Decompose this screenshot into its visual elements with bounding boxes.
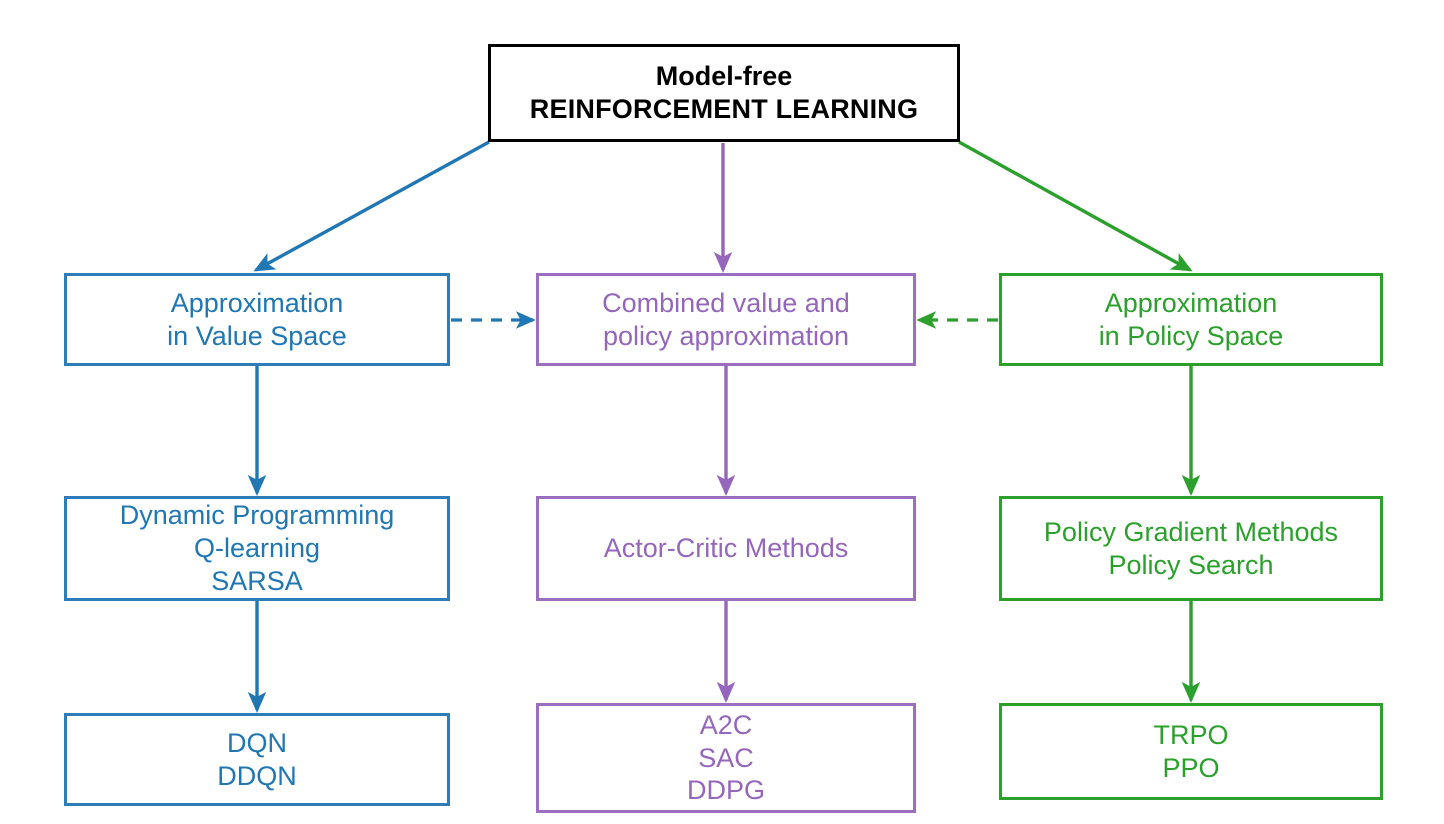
policy-space-line-2: in Policy Space — [1098, 320, 1284, 351]
node-policy-algorithms[interactable]: TRPO PPO — [999, 703, 1383, 800]
value-algos-line-2: DDQN — [217, 760, 297, 791]
combined-algos-line-3: DDPG — [686, 775, 765, 806]
node-policy-methods[interactable]: Policy Gradient Methods Policy Search — [999, 496, 1383, 601]
node-value-algorithms[interactable]: DQN DDQN — [64, 713, 450, 806]
value-space-line-2: in Value Space — [167, 320, 347, 351]
node-value-methods[interactable]: Dynamic Programming Q-learning SARSA — [64, 496, 450, 601]
node-actor-critic-methods[interactable]: Actor-Critic Methods — [536, 496, 916, 601]
combined-algos-line-2: SAC — [698, 742, 754, 773]
value-methods-line-3: SARSA — [211, 565, 303, 596]
value-methods-line-1: Dynamic Programming — [119, 500, 395, 531]
policy-space-line-1: Approximation — [1104, 287, 1278, 318]
policy-algos-line-2: PPO — [1162, 752, 1220, 783]
edge-root-to-policy-space — [958, 140, 1193, 272]
root-title-line-1: Model-free — [655, 61, 793, 92]
node-approximation-in-policy-space[interactable]: Approximation in Policy Space — [999, 273, 1383, 366]
combined-line-2: policy approximation — [602, 320, 850, 351]
combined-line-1: Combined value and — [602, 287, 850, 318]
node-combined-algorithms[interactable]: A2C SAC DDPG — [536, 703, 916, 813]
node-approximation-in-value-space[interactable]: Approximation in Value Space — [64, 273, 450, 366]
edge-root-to-value-space — [253, 140, 490, 272]
value-methods-line-2: Q-learning — [193, 533, 321, 564]
value-algos-line-1: DQN — [227, 727, 287, 758]
root-title-line-2: REINFORCEMENT LEARNING — [529, 94, 919, 124]
actor-critic-line-1: Actor-Critic Methods — [603, 533, 849, 564]
policy-algos-line-1: TRPO — [1153, 719, 1229, 750]
policy-methods-line-2: Policy Search — [1108, 549, 1274, 580]
combined-algos-line-1: A2C — [699, 709, 753, 740]
node-combined-value-and-policy-approximation[interactable]: Combined value and policy approximation — [536, 273, 916, 366]
policy-methods-line-1: Policy Gradient Methods — [1043, 516, 1339, 547]
node-root[interactable]: Model-free REINFORCEMENT LEARNING — [488, 44, 960, 142]
value-space-line-1: Approximation — [170, 287, 344, 318]
